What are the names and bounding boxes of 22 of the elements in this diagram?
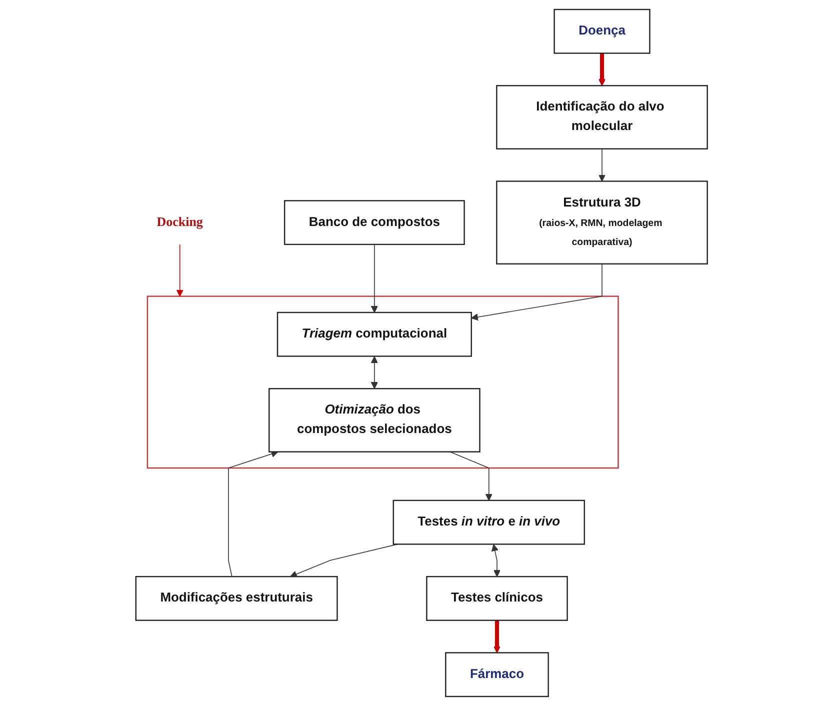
node-box: Identificação do alvo molecular <box>496 85 708 150</box>
node-text: Docking <box>156 215 202 230</box>
arrow <box>598 148 606 182</box>
node-box: Banco de compostos <box>284 200 464 246</box>
node-box: Otimização dos compostos selecionados <box>268 388 480 452</box>
cluster <box>146 296 618 469</box>
node-box: Testes in vitro e in vivo <box>392 500 585 545</box>
node-box: Fármaco <box>444 652 549 698</box>
node-box: Doença <box>553 8 650 54</box>
arrow <box>449 451 492 501</box>
arrow <box>176 244 183 297</box>
arrow <box>228 450 278 577</box>
node-box: Triagem computacional <box>276 312 472 357</box>
arrow <box>598 53 606 86</box>
arrow <box>370 244 378 313</box>
node-box: Modificações estruturais <box>134 576 338 621</box>
arrow <box>470 263 602 321</box>
node-box: Testes clínicos <box>426 576 568 621</box>
arrow <box>493 620 500 654</box>
arrow <box>370 356 378 389</box>
node-box: Estrutura 3D (raios-X, RMN, modelagem comparativa) <box>496 180 708 264</box>
arrow <box>491 544 500 577</box>
